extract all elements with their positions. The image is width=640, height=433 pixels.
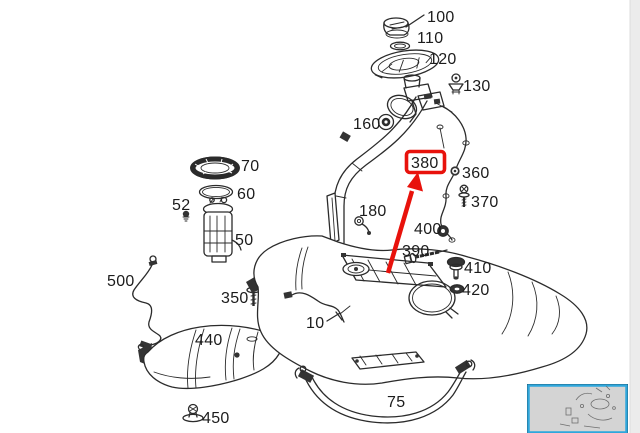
part-label-60[interactable]: 60 bbox=[237, 186, 255, 203]
fuel-pump-drawing bbox=[202, 196, 242, 263]
screw-390-drawing bbox=[403, 249, 448, 265]
tank-seal-drawing bbox=[198, 184, 234, 200]
part-label-500[interactable]: 500 bbox=[107, 273, 135, 290]
screw-130-drawing bbox=[448, 73, 464, 95]
screw-52-drawing bbox=[182, 210, 190, 222]
fastener-450-drawing bbox=[182, 403, 204, 423]
tank-strap-drawing bbox=[294, 359, 476, 424]
part-label-120[interactable]: 120 bbox=[429, 51, 457, 68]
mount-410-drawing bbox=[446, 256, 466, 280]
part-label-180[interactable]: 180 bbox=[359, 203, 387, 220]
highlight-annotation bbox=[385, 149, 447, 274]
part-label-10[interactable]: 10 bbox=[306, 315, 324, 332]
highlight-arrow-head bbox=[407, 172, 423, 192]
bolt-370-drawing bbox=[458, 184, 470, 207]
cap-seal-drawing bbox=[389, 41, 411, 51]
heat-shield-drawing bbox=[138, 324, 282, 390]
nut-400-drawing bbox=[437, 225, 449, 237]
part-label-70[interactable]: 70 bbox=[241, 158, 259, 175]
part-label-100[interactable]: 100 bbox=[427, 9, 455, 26]
washer-420-drawing bbox=[449, 284, 465, 294]
fuel-cap-drawing bbox=[383, 14, 425, 39]
highlight-box bbox=[404, 149, 447, 175]
part-label-410[interactable]: 410 bbox=[464, 260, 492, 277]
part-label-380[interactable]: 380 bbox=[411, 155, 439, 172]
part-label-350[interactable]: 350 bbox=[221, 290, 249, 307]
overview-thumbnail[interactable] bbox=[527, 384, 628, 433]
page-edge-strip bbox=[630, 0, 640, 433]
part-label-110[interactable]: 110 bbox=[417, 30, 443, 47]
clip-180-drawing bbox=[354, 216, 371, 235]
filler-head-drawing bbox=[386, 74, 453, 149]
part-label-75[interactable]: 75 bbox=[387, 394, 405, 411]
filler-flange-drawing bbox=[370, 49, 440, 79]
part-label-370[interactable]: 370 bbox=[471, 194, 499, 211]
part-label-400[interactable]: 400 bbox=[414, 221, 442, 238]
grommet-160-drawing bbox=[377, 113, 395, 131]
fuel-tank-drawing bbox=[246, 235, 588, 385]
filler-pipe-drawing bbox=[326, 96, 428, 245]
part-label-50[interactable]: 50 bbox=[235, 232, 253, 249]
part-label-52[interactable]: 52 bbox=[172, 197, 190, 214]
callout-labels: 100 110 120 130 160 70 60 52 50 500 350 … bbox=[107, 9, 499, 427]
part-label-130[interactable]: 130 bbox=[463, 78, 491, 95]
lock-ring-drawing bbox=[190, 156, 240, 180]
part-label-450[interactable]: 450 bbox=[202, 410, 230, 427]
highlight-arrow-line bbox=[385, 190, 415, 274]
overview-thumbnail-sketch bbox=[559, 385, 616, 429]
part-label-390[interactable]: 390 bbox=[402, 243, 430, 260]
part-label-360[interactable]: 360 bbox=[462, 165, 490, 182]
fuel-line-drawing bbox=[132, 255, 162, 351]
part-label-420[interactable]: 420 bbox=[462, 282, 490, 299]
grommet-360-drawing bbox=[450, 166, 460, 176]
part-label-440[interactable]: 440 bbox=[195, 332, 223, 349]
overview-thumbnail-frame bbox=[527, 384, 628, 433]
part-label-160[interactable]: 160 bbox=[353, 116, 381, 133]
